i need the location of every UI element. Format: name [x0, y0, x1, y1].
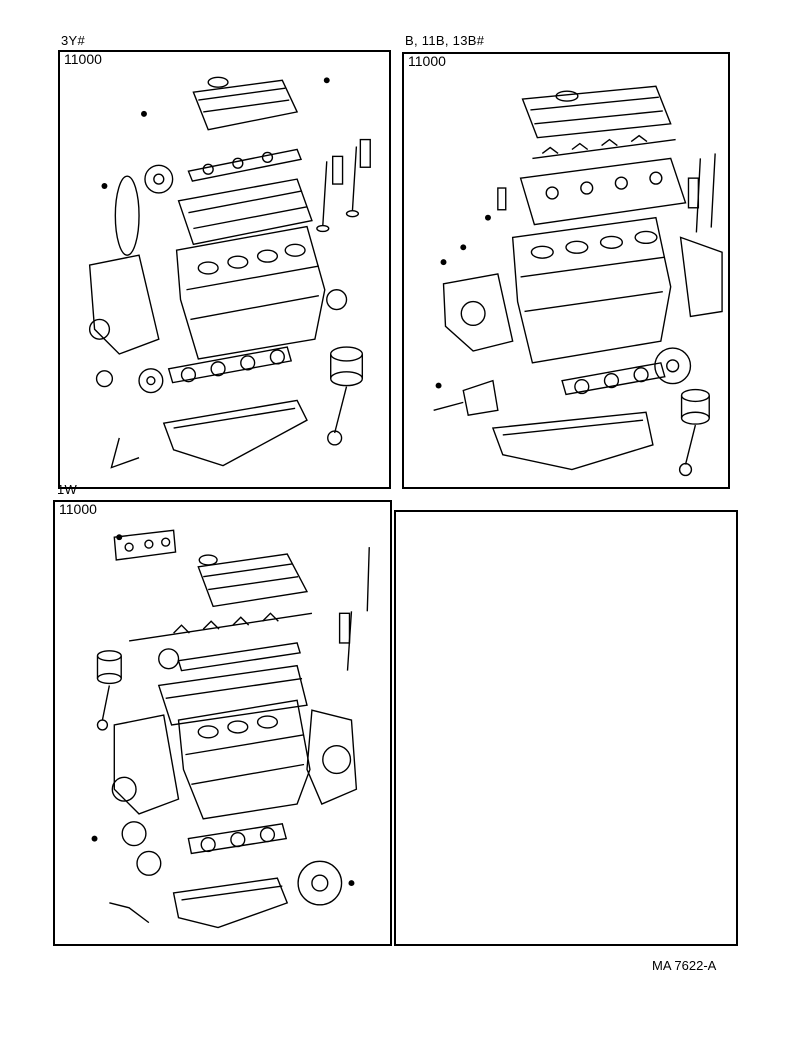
diagram-reference: MA 7622-A — [652, 958, 717, 973]
engine-exploded-diagram-1w — [91, 529, 370, 929]
panel-heading-b-11b-13b: B, 11B, 13B# — [405, 33, 485, 48]
panel-3y: 11000 — [58, 50, 391, 489]
panel-b-11b-13b: 11000 — [402, 52, 730, 489]
part-code-b-11b-13b: 11000 — [408, 53, 446, 69]
panel-1w: 11000 — [53, 500, 392, 946]
part-code-3y: 11000 — [64, 51, 102, 67]
part-code-1w: 11000 — [59, 501, 97, 517]
panel-heading-3y: 3Y# — [61, 33, 86, 48]
panel-empty — [394, 510, 738, 946]
engine-exploded-diagram-b-11b-13b — [433, 85, 723, 477]
engine-exploded-diagram-3y — [88, 76, 371, 469]
panel-heading-1w: 1W — [57, 482, 78, 497]
